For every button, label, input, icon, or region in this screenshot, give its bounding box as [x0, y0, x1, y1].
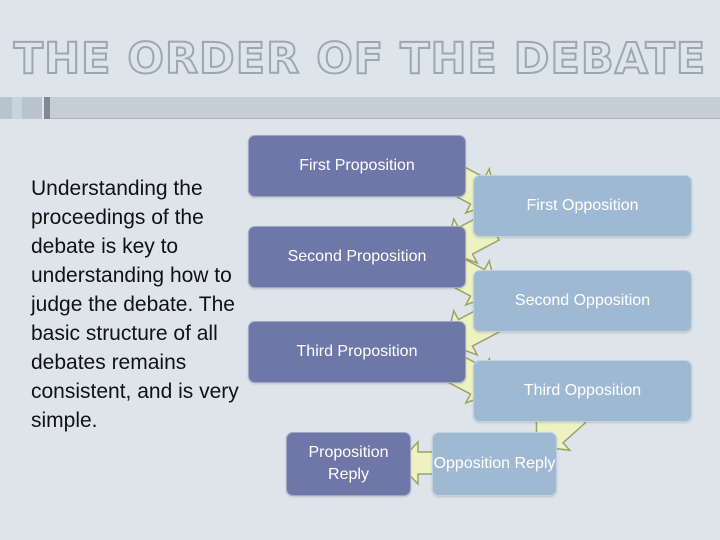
label-second-opposition: Second Opposition — [514, 292, 651, 309]
box-third-opposition: Third Opposition — [473, 360, 692, 422]
title-divider-accent-inner — [12, 97, 22, 119]
label-opposition-reply: Opposition Reply — [433, 455, 556, 472]
title-divider — [44, 97, 720, 119]
box-opposition-reply: Opposition Reply — [432, 432, 557, 496]
label-proposition-reply: Proposition Reply — [308, 444, 389, 483]
box-proposition-reply: Proposition Reply — [286, 432, 411, 496]
box-first-opposition: First Opposition — [473, 175, 692, 237]
label-third-opposition: Third Opposition — [523, 382, 642, 399]
label-first-opposition: First Opposition — [526, 197, 639, 214]
label-third-proposition: Third Proposition — [296, 343, 418, 360]
box-third-proposition: Third Proposition — [248, 321, 466, 383]
page-title: THE ORDER OF THE DEBATE — [13, 33, 707, 85]
box-second-opposition: Second Opposition — [473, 270, 692, 332]
box-first-proposition: First Proposition — [248, 135, 466, 197]
title-divider-marker — [44, 97, 50, 119]
label-second-proposition: Second Proposition — [287, 248, 427, 265]
box-second-proposition: Second Proposition — [248, 226, 466, 288]
label-first-proposition: First Proposition — [299, 157, 415, 174]
body-text: Understanding the proceedings of the deb… — [31, 177, 239, 432]
